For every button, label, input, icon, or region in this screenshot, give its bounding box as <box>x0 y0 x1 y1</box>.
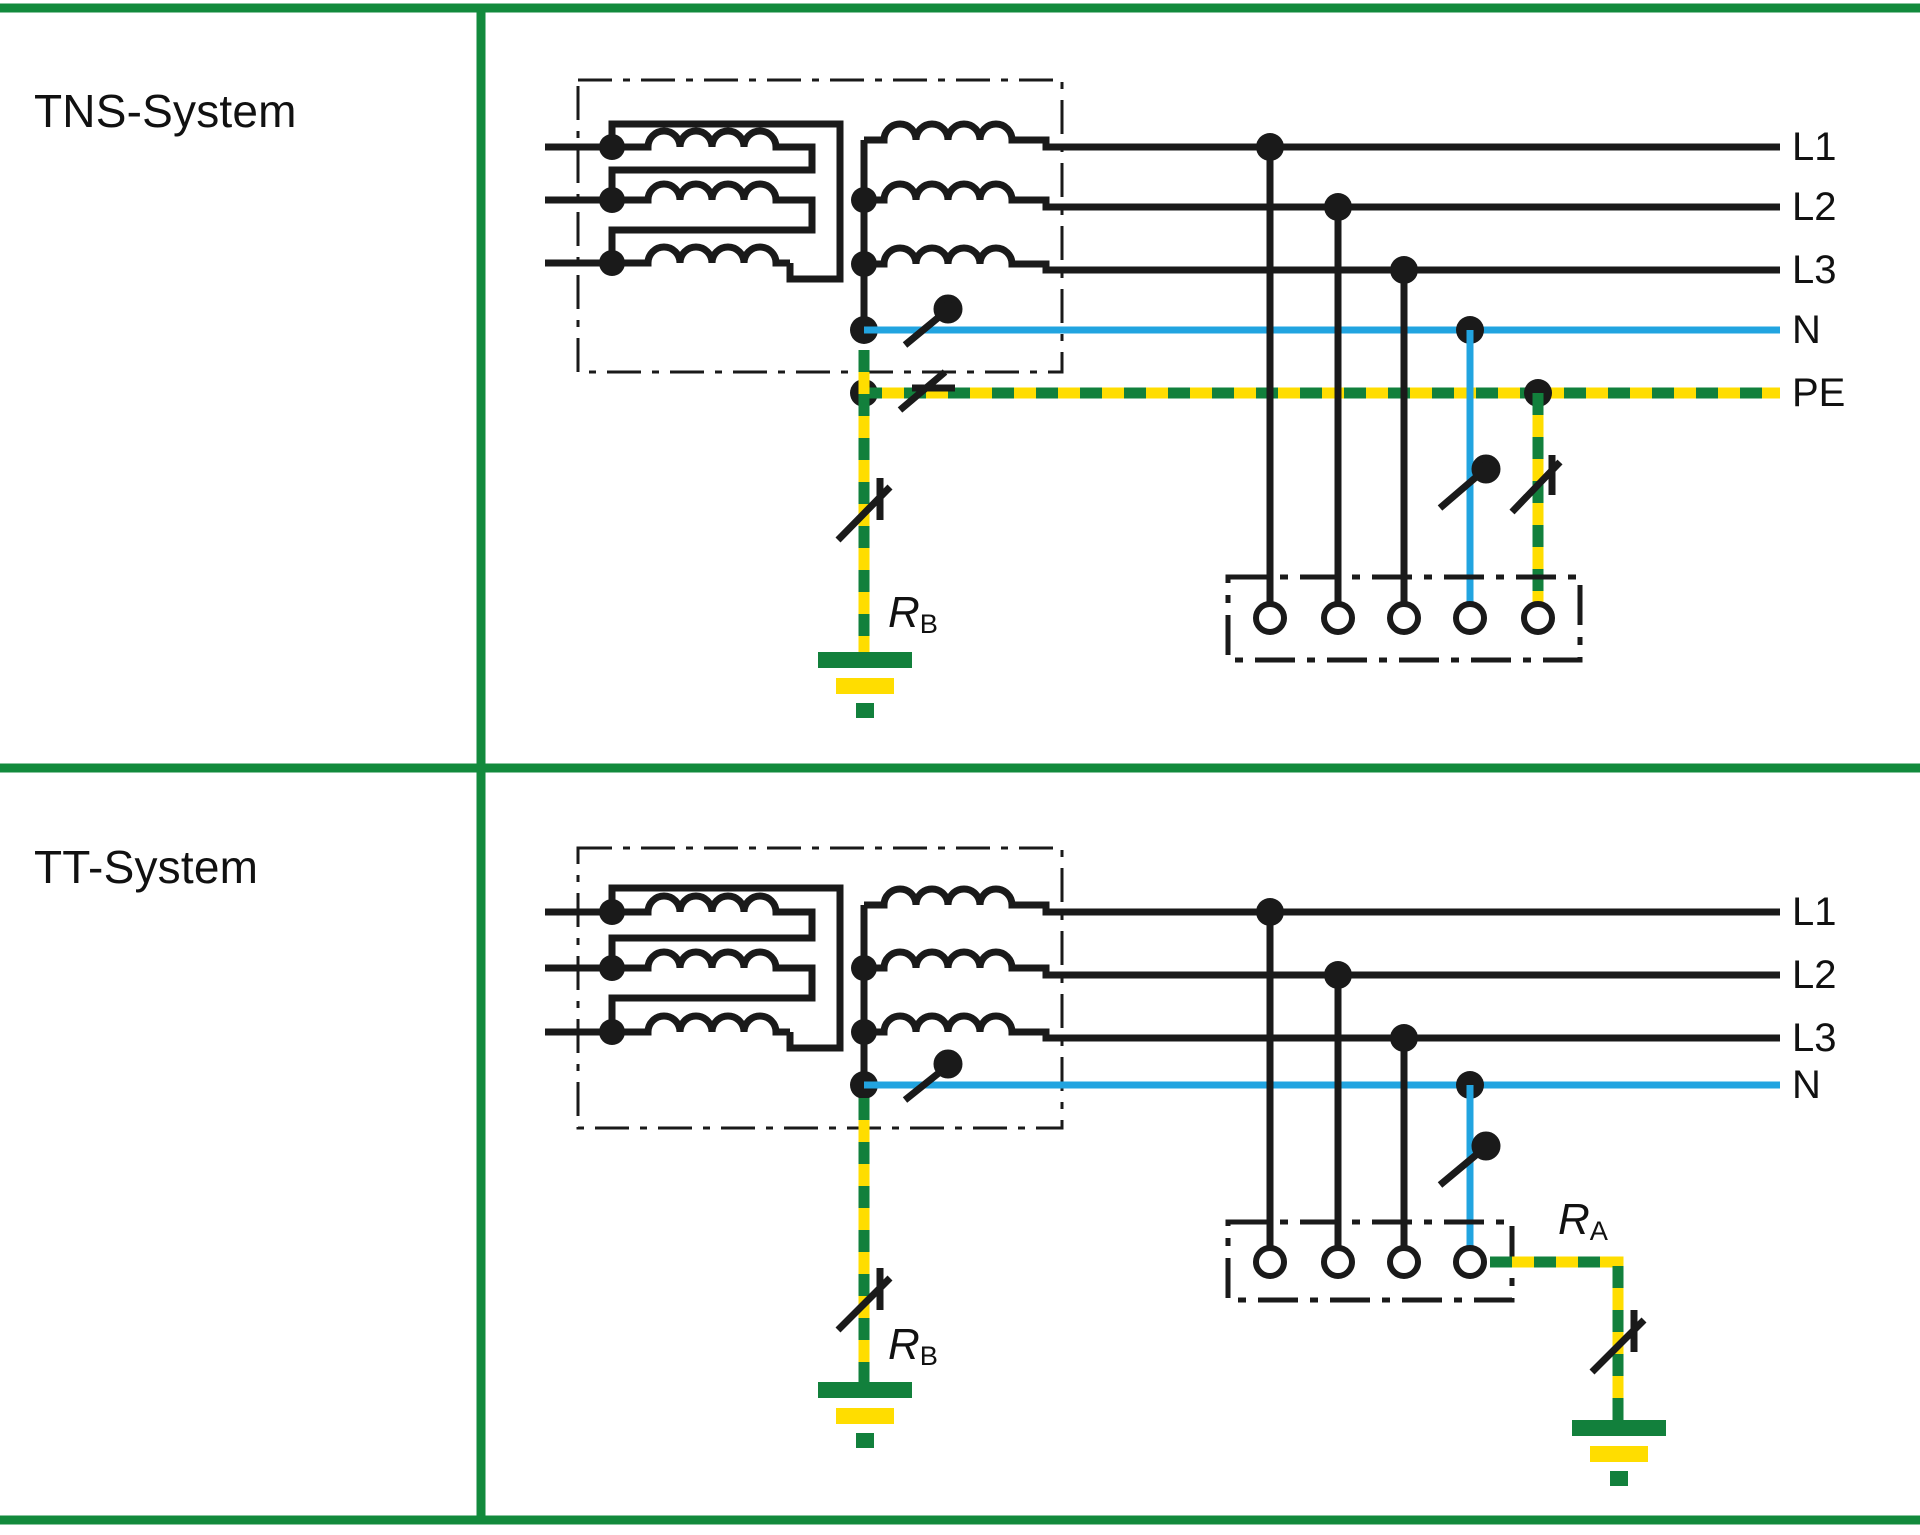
tt-pe-local-conductor-ra <box>1490 1256 1624 1428</box>
tns-primary-delta <box>545 120 844 283</box>
tt-ra-symbol: R <box>1558 1195 1590 1244</box>
tt-neutral-link-symbol <box>902 1049 963 1103</box>
tt-label-l3: L3 <box>1792 1016 1837 1060</box>
tns-socket-outlet-box <box>1225 574 1583 663</box>
tt-socket-terminals <box>1253 1245 1487 1279</box>
tns-distribution-drops <box>1266 147 1408 618</box>
tt-label-l2: L2 <box>1792 953 1837 997</box>
tt-label-ra: RA <box>1558 1195 1608 1247</box>
tns-socket-terminals <box>1253 601 1555 635</box>
panel-title-tns: TNS-System <box>34 85 297 137</box>
tt-secondary-junctions <box>850 955 878 1099</box>
tt-earth-electrode-ra <box>1572 1420 1666 1486</box>
tns-rb-symbol: R <box>888 588 920 637</box>
tt-circuit <box>545 846 1780 1486</box>
tns-primary-junctions <box>599 134 625 276</box>
tt-rb-subscript: B <box>919 1340 938 1371</box>
tt-rb-link-symbol <box>835 1268 893 1333</box>
tt-socket-outlet-box <box>1225 1219 1515 1303</box>
tns-circuit <box>545 78 1780 718</box>
tt-ra-subscript: A <box>1589 1215 1608 1246</box>
tns-distribution-tap-dots <box>1256 133 1552 407</box>
frame-lines <box>0 3 1920 1525</box>
tns-earth-electrode-rb <box>818 652 912 718</box>
tt-primary-junctions <box>599 899 625 1045</box>
tns-transformer-enclosure <box>576 78 1064 374</box>
tt-label-l1: L1 <box>1792 890 1837 934</box>
tt-ra-link-symbol <box>1589 1310 1647 1375</box>
tns-label-l3: L3 <box>1792 248 1837 292</box>
panel-title-tt: TT-System <box>34 841 259 893</box>
tns-label-pe: PE <box>1792 371 1846 415</box>
tns-label-n: N <box>1792 308 1821 352</box>
tt-neutral-drop-link-symbol <box>1437 1131 1501 1188</box>
tt-label-rb: RB <box>888 1320 938 1372</box>
tns-pe-drop-link-symbol <box>1509 455 1563 515</box>
tns-label-rb: RB <box>888 588 938 640</box>
tns-rb-subscript: B <box>919 608 938 639</box>
tt-earth-electrode-rb <box>818 1382 912 1448</box>
tns-secondary-star <box>860 120 1780 330</box>
tns-neutral-link-symbol <box>902 294 963 348</box>
tns-pe-link-symbol <box>897 369 955 413</box>
tns-label-l1: L1 <box>1792 125 1837 169</box>
tt-secondary-star <box>860 885 1780 1085</box>
tt-distribution-tap-dots <box>1256 898 1484 1099</box>
tns-label-l2: L2 <box>1792 185 1837 229</box>
tt-label-n: N <box>1792 1063 1821 1107</box>
tt-primary-delta <box>545 884 844 1052</box>
tt-distribution-drops <box>1266 912 1408 1262</box>
tns-rb-link-symbol <box>835 478 893 543</box>
tns-neutral-drop-link-symbol <box>1437 454 1501 511</box>
tt-rb-symbol: R <box>888 1320 920 1369</box>
